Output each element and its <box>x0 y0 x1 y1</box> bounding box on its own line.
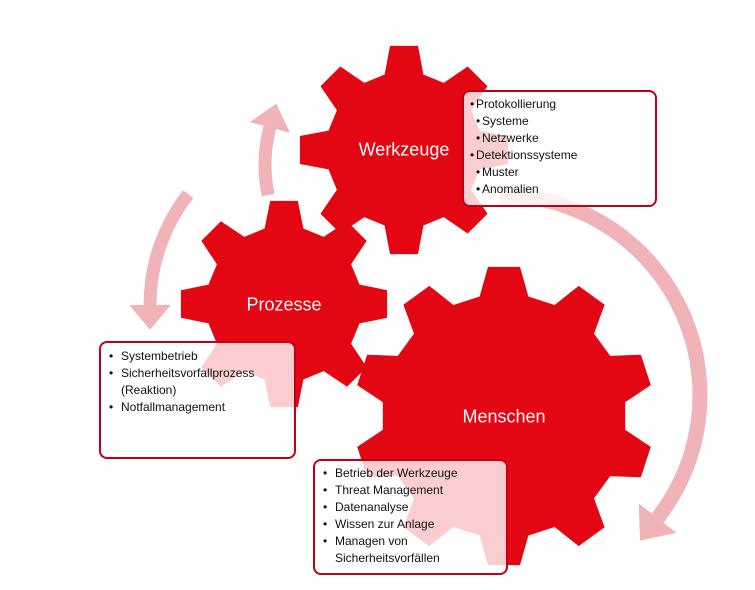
arrow-down-left-head <box>129 305 171 330</box>
arrow-up-head <box>249 103 290 133</box>
prozesse-item: Systembetrieb <box>109 348 286 365</box>
werkzeuge-item: Detektionssysteme <box>470 147 649 164</box>
prozesse-item: Notfallmanagement <box>109 399 286 416</box>
werkzeuge-item: Protokollierung <box>470 96 649 113</box>
menschen-item: Managen von Sicherheitsvorfällen <box>323 533 498 567</box>
menschen-item: Wissen zur Anlage <box>323 516 498 533</box>
menschen-box: Betrieb der Werkzeuge Threat Management … <box>313 459 508 575</box>
gear-label-werkzeuge: Werkzeuge <box>358 139 450 160</box>
werkzeuge-item: Muster <box>476 164 649 181</box>
werkzeuge-item: Netzwerke <box>476 130 649 147</box>
prozesse-box: Systembetrieb Sicherheitsvorfallprozess … <box>99 341 296 459</box>
arrow-right-head <box>638 503 677 541</box>
gear-label-prozesse: Prozesse <box>246 294 322 315</box>
prozesse-item: Sicherheitsvorfallprozess (Reaktion) <box>109 365 286 399</box>
arrow-up-shaft <box>258 125 277 197</box>
menschen-item: Datenanalyse <box>323 499 498 516</box>
gear-label-menschen: Menschen <box>462 406 546 427</box>
menschen-item: Threat Management <box>323 482 498 499</box>
werkzeuge-box: Protokollierung Systeme Netzwerke Detekt… <box>462 90 657 207</box>
arrow-down-left-shaft <box>143 190 194 306</box>
werkzeuge-item: Systeme <box>476 113 649 130</box>
werkzeuge-item: Anomalien <box>476 181 649 198</box>
gear-werkzeuge <box>299 45 509 255</box>
menschen-item: Betrieb der Werkzeuge <box>323 465 498 482</box>
